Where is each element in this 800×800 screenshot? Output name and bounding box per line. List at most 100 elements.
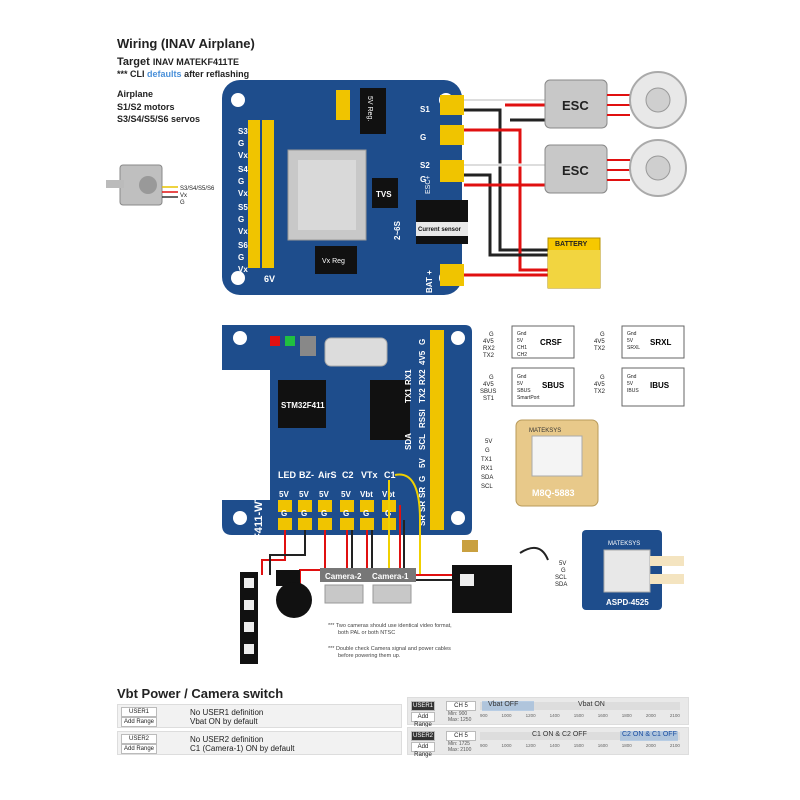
user1-add-range-button[interactable]: Add Range bbox=[121, 717, 157, 727]
user2-tick: 1800 bbox=[621, 743, 632, 748]
target-label: Target bbox=[117, 56, 150, 68]
vx-reg-label: Vx Reg bbox=[322, 258, 345, 265]
user2-tick: 1500 bbox=[573, 743, 584, 748]
top-right-pad-3: G bbox=[420, 175, 426, 184]
sbus-pin-1: 4V5 bbox=[483, 382, 494, 388]
esc-wiring bbox=[464, 98, 560, 277]
aspd-pin-0: 5V bbox=[559, 561, 566, 567]
esc-2: ESC bbox=[544, 144, 630, 194]
rowg-1: G bbox=[301, 509, 307, 518]
user2-badge: USER2 bbox=[121, 734, 157, 744]
note-line-0: *** Two cameras should use identical vid… bbox=[328, 623, 452, 629]
buzzer-icon bbox=[276, 570, 312, 618]
user1-max: Max: 1250 bbox=[448, 717, 472, 723]
cli-note-suffix: after reflashing bbox=[184, 69, 250, 79]
top-right-pad-2: S2 bbox=[420, 161, 430, 170]
user2-label-off: C1 ON & C2 OFF bbox=[532, 731, 587, 738]
target-line: Target INAV MATEKF411TE bbox=[117, 56, 239, 68]
user2-add-range-button[interactable]: Add Range bbox=[121, 744, 157, 754]
bottom-label-4: VTx bbox=[361, 470, 378, 480]
note-line-3: before powering them up. bbox=[338, 653, 401, 659]
user2-channel-select[interactable]: CH 5 bbox=[446, 731, 476, 741]
top-left-pad-7: G bbox=[238, 215, 244, 224]
user1-tick: 1800 bbox=[621, 713, 632, 718]
right-label-3: TX2 bbox=[418, 388, 427, 403]
user2-tick: 2100 bbox=[669, 743, 680, 748]
receiver-crsf-name: CRSF bbox=[540, 338, 562, 347]
four-s-label: 2~6S bbox=[393, 220, 402, 240]
srxl-pin-2: TX2 bbox=[594, 346, 606, 352]
user1-tick: 1500 bbox=[573, 713, 584, 718]
top-left-pads bbox=[248, 120, 274, 268]
ibus-pad-0: Gnd bbox=[627, 374, 637, 380]
top-left-pad-11: Vx bbox=[238, 265, 248, 274]
servo-pin-label-0: S3/S4/S5/S6 bbox=[180, 186, 215, 192]
sbus-pin-0: G bbox=[489, 375, 494, 381]
user1-channel-select[interactable]: CH 5 bbox=[446, 701, 476, 711]
user1-range-track[interactable] bbox=[480, 702, 680, 710]
rowg-2: G bbox=[321, 509, 327, 518]
bat-plus-label: BAT + bbox=[425, 270, 434, 293]
receiver-srxl-name: SRXL bbox=[650, 338, 671, 347]
page-title: Wiring (INAV Airplane) bbox=[117, 36, 255, 51]
srxl-pin-1: 4V5 bbox=[594, 339, 605, 345]
receiver-ibus: IBUS bbox=[621, 367, 685, 407]
gps-pin-4: SDA bbox=[481, 475, 493, 481]
servos-label: S3/S4/S5/S6 servos bbox=[117, 114, 201, 124]
row5v-2: 5V bbox=[319, 490, 329, 499]
right-label-9: 5V bbox=[418, 458, 427, 468]
vx-reg-component bbox=[315, 246, 357, 274]
mcu-label: STM32F411 bbox=[281, 401, 325, 410]
tvs-component bbox=[372, 178, 398, 208]
user2-range-track[interactable] bbox=[480, 732, 680, 740]
gps-pin-0: 5V bbox=[485, 439, 492, 445]
user1-range-add-button[interactable]: Add Range bbox=[411, 712, 435, 728]
battery-icon: BATTERY bbox=[547, 237, 601, 289]
user2-tick: 2000 bbox=[645, 743, 656, 748]
user1-label-off: Vbat OFF bbox=[488, 701, 519, 708]
cli-note: *** CLI defaults after reflashing bbox=[117, 69, 249, 79]
crsf-pin-3: TX2 bbox=[483, 353, 495, 359]
esc-1: ESC bbox=[544, 79, 630, 129]
srxl-pad-0: Gnd bbox=[627, 331, 637, 337]
sbus-pad-3: SmartPort bbox=[517, 395, 540, 401]
sbus-pin-3: ST1 bbox=[483, 396, 495, 402]
regulator-5v bbox=[360, 88, 386, 134]
user1-range-fill[interactable] bbox=[482, 701, 534, 711]
user2-range-fill[interactable] bbox=[620, 731, 678, 741]
servo-icon bbox=[106, 164, 178, 206]
row5v-3: 5V bbox=[341, 490, 351, 499]
esc-plus-label: ESC+ bbox=[425, 176, 432, 194]
user2-tick: 1600 bbox=[597, 743, 608, 748]
user2-line1: No USER2 definition bbox=[190, 735, 264, 744]
camera-1: Camera-1 bbox=[368, 568, 416, 604]
right-label-12: SR bbox=[418, 501, 427, 512]
battery-label: BATTERY bbox=[555, 241, 588, 248]
sbus-pad-1: 5V bbox=[517, 381, 524, 387]
camera-2-label: Camera-2 bbox=[325, 572, 362, 581]
six-v-label: 6V bbox=[264, 274, 275, 284]
top-left-pad-3: S4 bbox=[238, 165, 248, 174]
top-right-pad-0: S1 bbox=[420, 105, 430, 114]
top-left-pad-2: Vx bbox=[238, 151, 248, 160]
rowg-3: G bbox=[343, 509, 349, 518]
user1-range-badge: USER1 bbox=[411, 701, 435, 711]
user2-range-add-button[interactable]: Add Range bbox=[411, 742, 435, 758]
note-line-2: *** Double check Camera signal and power… bbox=[328, 646, 451, 652]
crsf-pad-0: Gnd bbox=[517, 331, 527, 337]
top-right-pad-1: G bbox=[420, 133, 426, 142]
bottom-label-0: LED bbox=[278, 470, 297, 480]
user1-tick: 2100 bbox=[669, 713, 680, 718]
ibus-pin-0: G bbox=[600, 375, 605, 381]
tvs-label: TVS bbox=[376, 190, 392, 199]
motor-2-icon bbox=[629, 139, 687, 197]
right-label-11: SR bbox=[418, 487, 427, 498]
bottom-wiring bbox=[261, 473, 549, 585]
aspd-name: ASPD-4525 bbox=[606, 598, 649, 607]
top-board: 5V Reg. TVS Vx Reg Current sensor 6V 2~6… bbox=[222, 80, 468, 295]
vreg-5v-label: 5V Reg. bbox=[366, 96, 373, 121]
aspd-pin-1: G bbox=[561, 568, 566, 574]
top-left-pad-5: Vx bbox=[238, 189, 248, 198]
servo-pin-label-2: G bbox=[180, 200, 185, 206]
user1-tick: 1000 bbox=[501, 713, 512, 718]
